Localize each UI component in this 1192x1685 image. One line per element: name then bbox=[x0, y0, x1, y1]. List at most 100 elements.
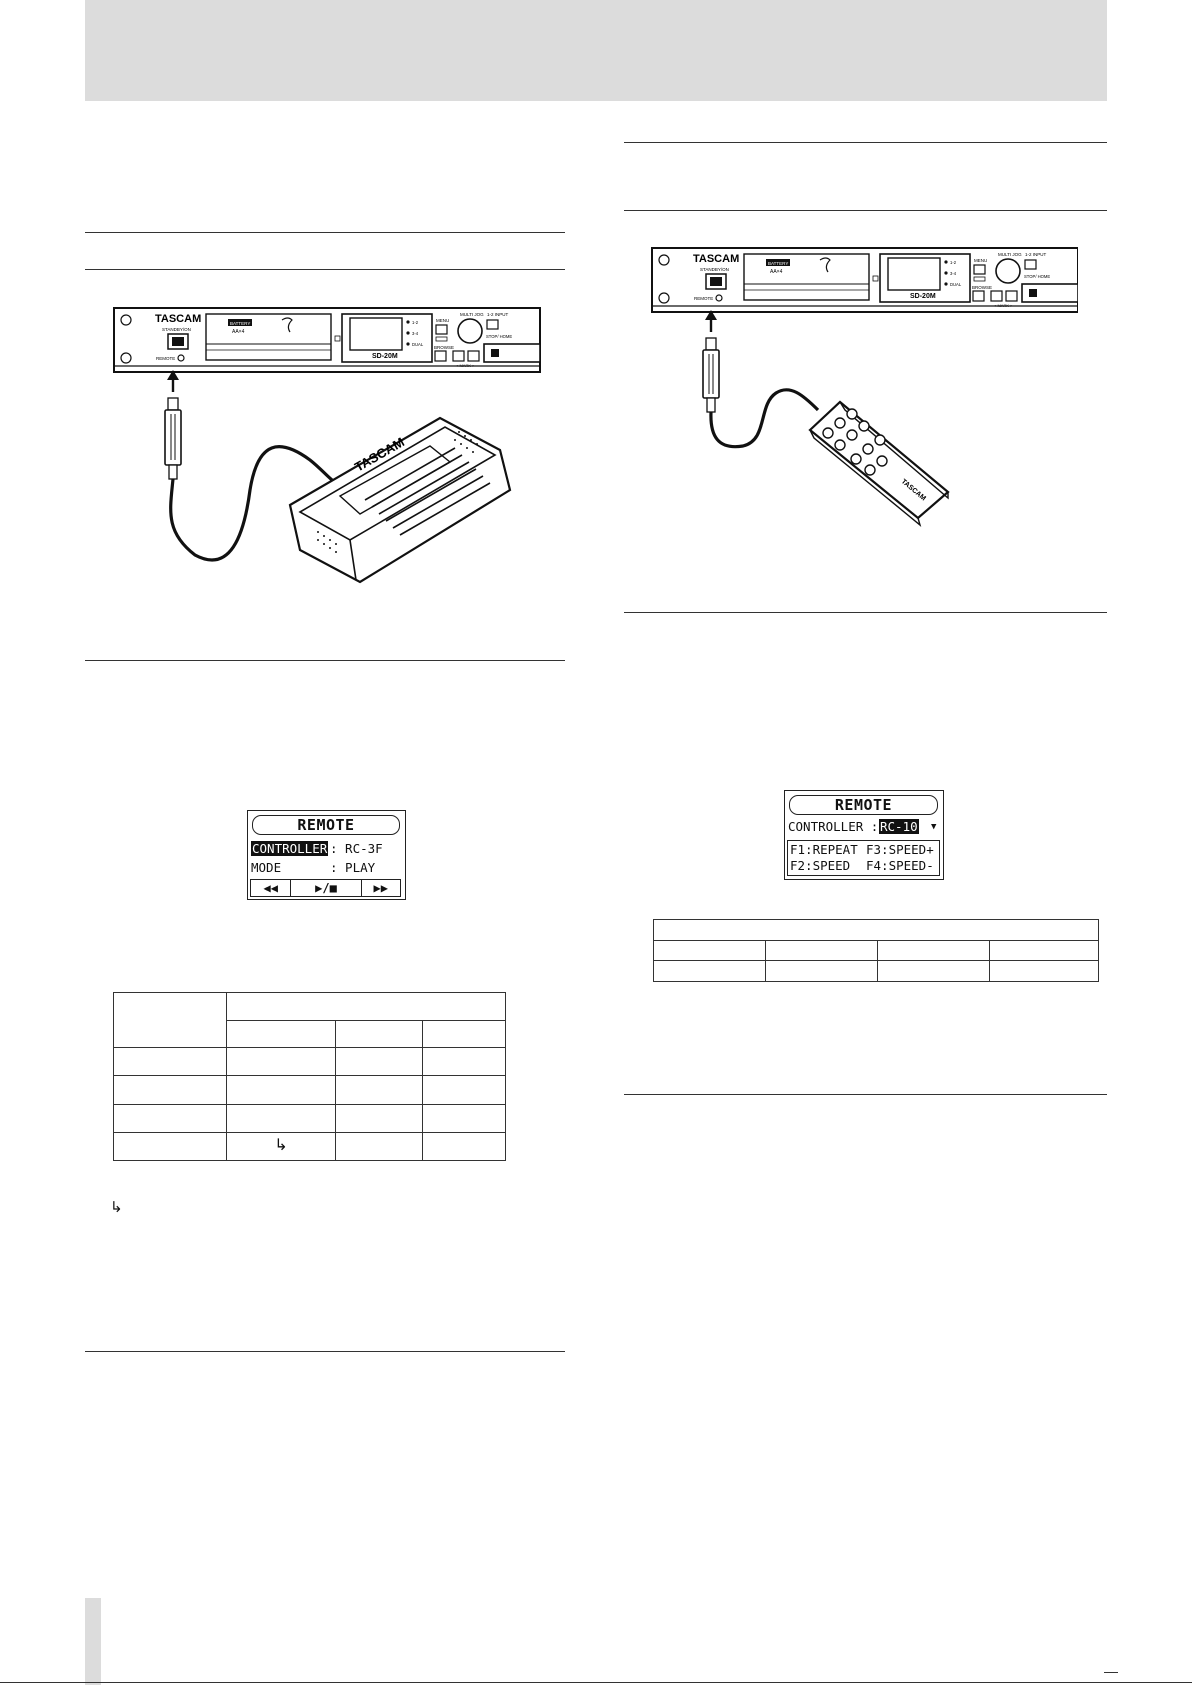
indicator-dual: DUAL bbox=[412, 342, 424, 347]
table-cell bbox=[765, 960, 878, 982]
model-name: SD-20M bbox=[372, 353, 398, 360]
stop-label: STOP/ HOME bbox=[1024, 274, 1050, 279]
indicator-3-4: 3-4 bbox=[950, 271, 957, 276]
table-cell bbox=[335, 1047, 423, 1077]
table-cell bbox=[226, 1103, 336, 1133]
function-key-table bbox=[653, 919, 1099, 982]
remote-jack-icon bbox=[177, 354, 185, 362]
battery-type: AA×4 bbox=[232, 329, 245, 335]
play-stop-icon: ▶/■ bbox=[291, 880, 362, 896]
controller-value: RC-10 bbox=[879, 819, 919, 834]
brand-logo: TASCAM bbox=[693, 253, 739, 265]
table-header-cell bbox=[335, 1020, 423, 1049]
rc10-remote: TASCAM bbox=[808, 400, 950, 527]
page-corner-mark bbox=[1104, 1672, 1118, 1673]
battery-badge: BATTERY bbox=[768, 261, 788, 266]
table-cell bbox=[877, 940, 990, 961]
fast-forward-icon: ▶▶ bbox=[373, 881, 388, 895]
jog-label: MULTI JOG bbox=[998, 252, 1022, 257]
browse-label: BROWSE bbox=[434, 345, 454, 350]
footswitch-pedal: TASCAM bbox=[288, 416, 512, 584]
menu-label: MENU bbox=[974, 258, 987, 263]
table-cell bbox=[653, 960, 766, 982]
recorder-front-panel: TASCAM STANDBY/ON REMOTE BATTERY AA×4 SD… bbox=[651, 247, 1078, 313]
table-cell bbox=[877, 960, 990, 982]
menu-label: MENU bbox=[436, 318, 449, 323]
brand-logo: TASCAM bbox=[155, 313, 201, 325]
input-label: 1-2 INPUT bbox=[1025, 252, 1047, 257]
f4-assignment: F4:SPEED- bbox=[866, 858, 934, 873]
table-header-cell bbox=[226, 1020, 336, 1049]
footer-rule bbox=[0, 1682, 1192, 1683]
power-label: STANDBY/ON bbox=[162, 327, 191, 332]
controller-key: CONTROLLER bbox=[251, 841, 329, 856]
table-cell bbox=[226, 1075, 336, 1105]
rewind-icon: ◀◀ bbox=[251, 880, 292, 896]
browse-label: BROWSE bbox=[972, 285, 992, 290]
cable bbox=[169, 445, 334, 562]
multi-jog-dial bbox=[457, 318, 483, 344]
section-rule bbox=[85, 269, 565, 270]
f2-assignment: F2:SPEED bbox=[790, 858, 851, 873]
pedal-function-bar: ◀◀ ▶/■ ▶▶ bbox=[250, 879, 401, 897]
table-header-cell bbox=[226, 991, 506, 1022]
controller-value: : RC-3F bbox=[330, 841, 383, 856]
stop-label: STOP/ HOME bbox=[486, 334, 512, 339]
repeat-jump-icon: ↳ bbox=[226, 1131, 336, 1162]
section-rule bbox=[85, 232, 565, 233]
remote-screen-rc10: REMOTE CONTROLLER : RC-10 ▼ F1:REPEAT F3… bbox=[784, 790, 944, 880]
page-margin-tab bbox=[85, 1598, 101, 1685]
indicator-dual: DUAL bbox=[950, 282, 962, 287]
section-rule bbox=[85, 1351, 565, 1352]
multi-jog-dial bbox=[995, 258, 1021, 284]
note-repeat-icon: ↳ bbox=[110, 1199, 123, 1216]
table-header-cell bbox=[653, 919, 1099, 941]
table-cell bbox=[422, 1103, 506, 1133]
table-cell bbox=[113, 1103, 227, 1133]
phone-plug bbox=[702, 337, 720, 413]
table-cell bbox=[765, 940, 878, 961]
remote-jack-label: REMOTE bbox=[156, 356, 175, 361]
mode-function-table: ↳ bbox=[113, 991, 506, 1162]
table-cell bbox=[335, 1131, 423, 1162]
model-name: SD-20M bbox=[910, 293, 936, 300]
rc10-connection-illustration: TASCAM STANDBY/ON REMOTE BATTERY AA×4 SD… bbox=[651, 247, 1078, 527]
function-key-box: F1:REPEAT F3:SPEED+ F2:SPEED F4:SPEED- bbox=[787, 840, 940, 876]
table-cell bbox=[653, 940, 766, 961]
section-rule bbox=[624, 1094, 1107, 1095]
input-label: 1-2 INPUT bbox=[487, 312, 509, 317]
power-label: STANDBY/ON bbox=[700, 267, 729, 272]
phone-plug bbox=[164, 397, 182, 480]
dropdown-arrow-icon: ▼ bbox=[931, 822, 937, 832]
remote-jack-label: REMOTE bbox=[694, 296, 713, 301]
mode-value: : PLAY bbox=[330, 860, 376, 875]
table-cell bbox=[422, 1075, 506, 1105]
indicator-1-2: 1-2 bbox=[412, 320, 419, 325]
section-rule bbox=[624, 142, 1107, 143]
f1-assignment: F1:REPEAT bbox=[790, 842, 858, 857]
sd-logo-icon bbox=[281, 317, 293, 333]
f3-assignment: F3:SPEED+ bbox=[866, 842, 934, 857]
mark-label: < MARK > bbox=[456, 363, 475, 368]
remote-jack-icon bbox=[715, 294, 723, 302]
table-header-cell bbox=[422, 1020, 506, 1049]
table-header-cell bbox=[113, 991, 227, 1049]
table-cell bbox=[113, 1075, 227, 1105]
table-cell bbox=[989, 940, 1099, 961]
controller-key: CONTROLLER : bbox=[788, 819, 879, 834]
jog-label: MULTI JOG bbox=[460, 312, 484, 317]
battery-badge: BATTERY bbox=[230, 321, 250, 326]
page-header-band bbox=[85, 0, 1107, 101]
recorder-front-panel: TASCAM STANDBY/ON REMOTE BATTERY AA×4 SD… bbox=[113, 307, 541, 373]
indicator-3-4: 3-4 bbox=[412, 331, 419, 336]
battery-type: AA×4 bbox=[770, 269, 783, 275]
section-rule bbox=[624, 210, 1107, 211]
table-cell bbox=[335, 1103, 423, 1133]
table-cell bbox=[113, 1047, 227, 1077]
section-rule bbox=[85, 660, 565, 661]
screen-title: REMOTE bbox=[252, 815, 400, 835]
table-cell bbox=[422, 1131, 506, 1162]
table-cell bbox=[335, 1075, 423, 1105]
remote-screen-rc3f: REMOTE CONTROLLER : RC-3F MODE : PLAY ◀◀… bbox=[247, 810, 406, 900]
table-cell bbox=[113, 1131, 227, 1162]
